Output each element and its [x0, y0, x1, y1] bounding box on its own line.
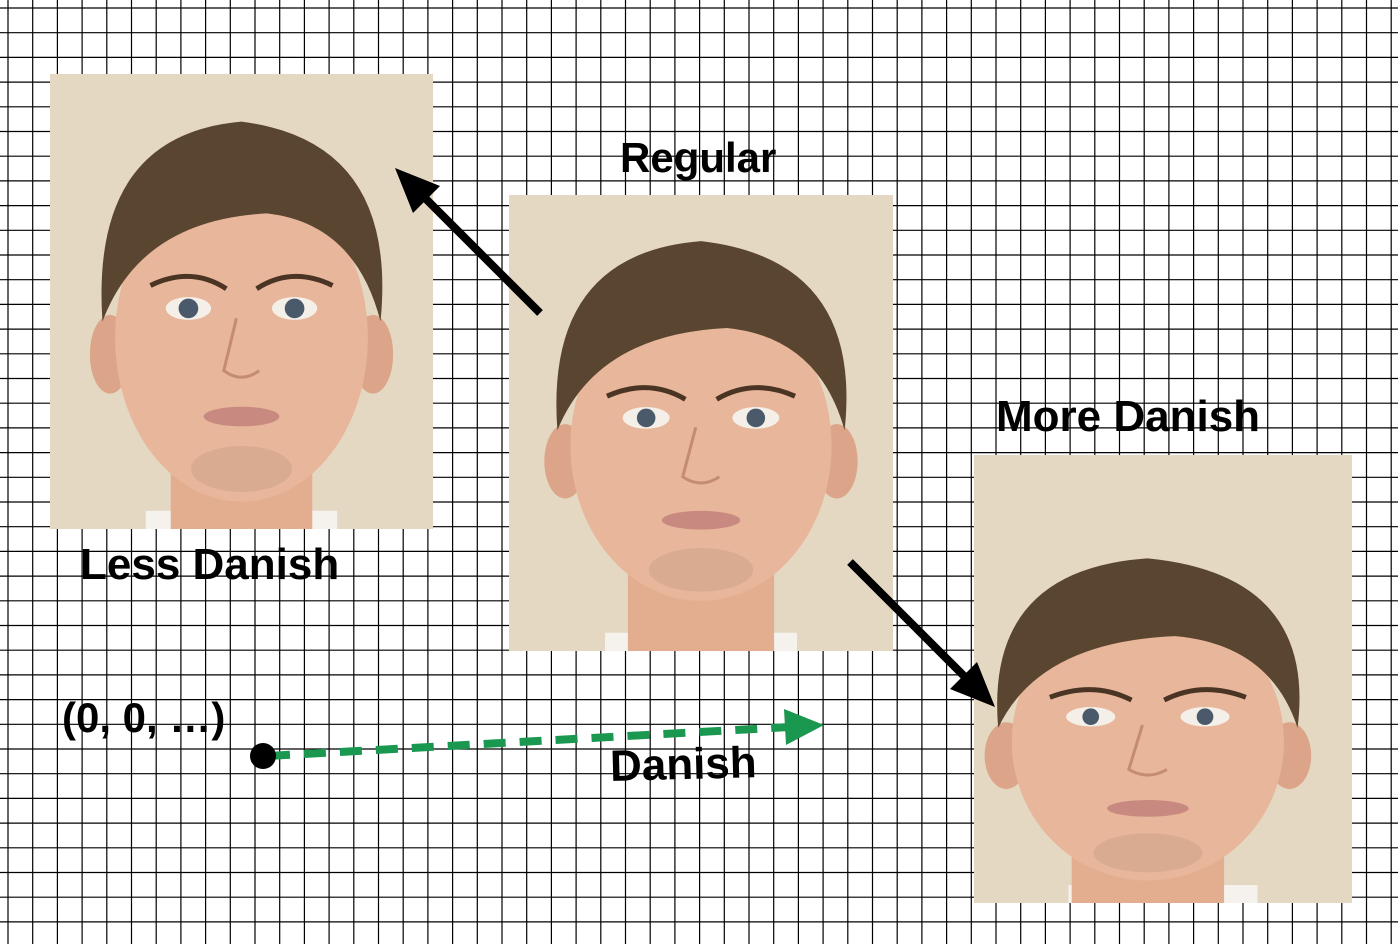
- origin-dot: [250, 743, 276, 769]
- origin-label: (0, 0, …): [62, 694, 226, 741]
- arrow-to-more-danish: [847, 559, 995, 707]
- more-danish-label: More Danish: [996, 392, 1261, 441]
- danish-direction-arrow: [267, 709, 824, 760]
- danish-direction-label: Danish: [609, 738, 758, 791]
- less-danish-label: Less Danish: [80, 540, 340, 589]
- regular-label: Regular: [620, 134, 777, 181]
- arrow-to-less-danish: [395, 168, 543, 316]
- less-danish-face-photo: [50, 74, 433, 529]
- regular-face-photo: [509, 195, 893, 651]
- more-danish-face-photo: [974, 455, 1352, 903]
